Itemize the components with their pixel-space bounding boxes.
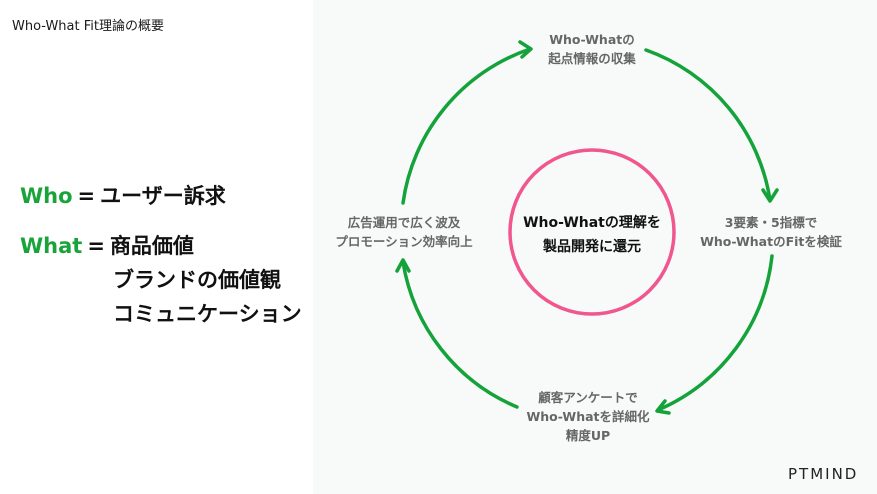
- what-keyword: What: [20, 234, 83, 258]
- what-value: コミュニケーション: [113, 302, 302, 326]
- who-definition: Who=ユーザー訴求: [20, 180, 226, 210]
- what-value: 商品価値: [109, 234, 194, 258]
- step-right: 3要素・5指標で Who-WhatのFitを検証: [700, 213, 842, 251]
- equals-sign: =: [77, 184, 96, 208]
- what-definition: What=商品価値: [20, 230, 194, 260]
- arrow-head-icon: [761, 188, 779, 203]
- step-line: Who-Whatの: [549, 32, 635, 47]
- step-line: Who-Whatを詳細化: [526, 409, 650, 424]
- step-top: Who-Whatの 起点情報の収集: [548, 30, 636, 68]
- who-keyword: Who: [20, 184, 73, 208]
- step-line: プロモーション効率向上: [335, 234, 473, 249]
- step-line: 起点情報の収集: [548, 51, 636, 66]
- step-bottom: 顧客アンケートで Who-Whatを詳細化 精度UP: [527, 388, 650, 445]
- step-left: 広告運用で広く波及 プロモーション効率向上: [335, 213, 472, 251]
- slide-title: Who-What Fit理論の概要: [12, 19, 164, 34]
- arrow-arc-icon: [644, 48, 772, 202]
- arrow-arc-icon: [401, 47, 532, 205]
- arrow-arc-icon: [656, 254, 774, 412]
- what-value: ブランドの価値観: [113, 268, 281, 292]
- arrow-arc-icon: [401, 260, 519, 409]
- who-value: ユーザー訴求: [100, 184, 226, 208]
- step-line: 広告運用で広く波及: [347, 215, 461, 230]
- center-line: Who-Whatの理解を: [523, 215, 661, 231]
- center-text: Who-Whatの理解を 製品開発に還元: [523, 211, 661, 259]
- center-line: 製品開発に還元: [542, 239, 641, 255]
- arrow-head-icon: [655, 399, 671, 415]
- arrow-head-icon: [395, 258, 411, 273]
- equals-sign: =: [87, 234, 105, 258]
- arrow-head-icon: [518, 40, 533, 59]
- diagram-panel: [313, 0, 877, 494]
- step-line: 精度UP: [565, 428, 611, 443]
- step-line: 顧客アンケートで: [538, 390, 638, 405]
- step-line: Who-WhatのFitを検証: [700, 234, 842, 249]
- ptmind-logo: PTMIND: [788, 465, 859, 483]
- center-ring: [508, 148, 676, 316]
- step-line: 3要素・5指標で: [724, 215, 818, 230]
